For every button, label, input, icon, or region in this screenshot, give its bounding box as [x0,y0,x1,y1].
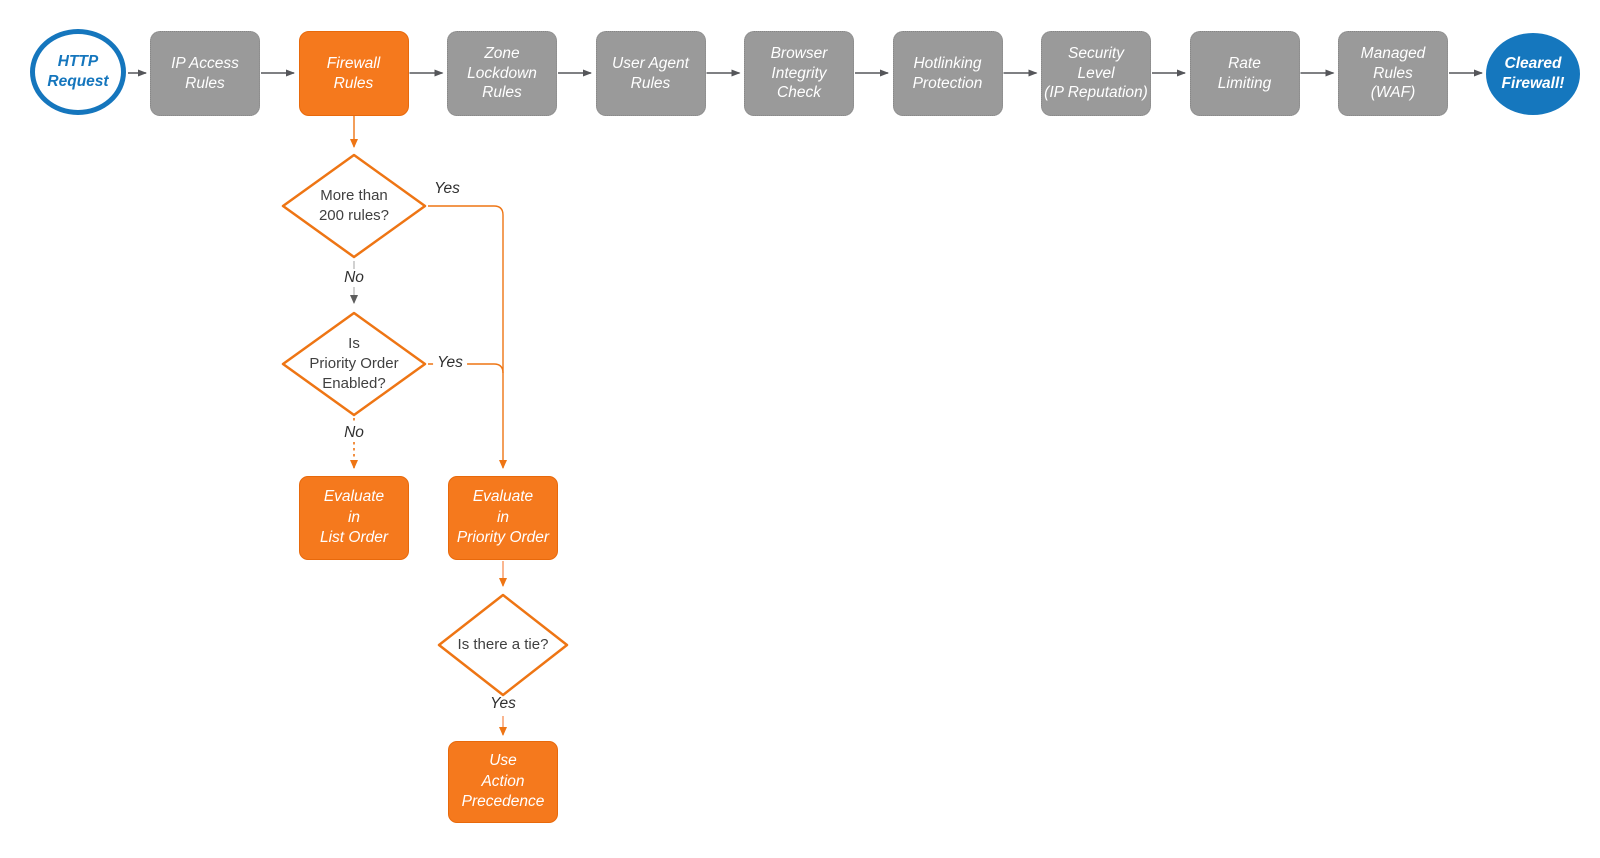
decision-priority-order-enabled-label: Is Priority Order Enabled? [309,335,399,392]
decision-more-than-200-rules: More than 200 rules? [281,153,427,259]
node-http-request: HTTP Request [30,29,126,115]
node-zone-lockdown-rules-label: Zone Lockdown Rules [467,44,537,102]
node-security-level-label: Security Level (IP Reputation) [1044,44,1148,102]
decision-is-there-a-tie-label: Is there a tie? [457,636,549,654]
node-ip-access-rules-label: IP Access Rules [171,54,239,92]
diamond-shape [281,311,427,417]
edge-label-no-rules-count: No [340,269,368,287]
node-ip-access-rules: IP Access Rules [150,31,260,116]
node-user-agent-rules: User Agent Rules [595,31,706,116]
node-security-level: Security Level (IP Reputation) [1041,31,1151,116]
diamond-shape [437,593,569,697]
node-use-action-precedence-label: Use Action Precedence [461,751,545,811]
edge-label-yes-priority-enabled: Yes [433,354,467,372]
node-browser-integrity-check-label: Browser Integrity Check [770,44,828,102]
node-zone-lockdown-rules: Zone Lockdown Rules [447,31,557,116]
node-managed-rules-waf-label: Managed Rules (WAF) [1360,44,1426,102]
node-evaluate-in-priority-order-label: Evaluate in Priority Order [456,487,550,547]
node-rate-limiting-label: Rate Limiting [1217,54,1272,92]
edge-label-yes-rules-count: Yes [434,180,460,197]
node-user-agent-rules-label: User Agent Rules [612,54,689,92]
node-http-request-label: HTTP Request [47,52,109,90]
node-browser-integrity-check: Browser Integrity Check [744,31,854,116]
node-evaluate-in-priority-order: Evaluate in Priority Order [448,476,558,560]
decision-priority-order-enabled: Is Priority Order Enabled? [281,311,427,417]
node-rate-limiting: Rate Limiting [1189,31,1300,116]
node-cleared-firewall-label: Cleared Firewall! [1501,54,1565,92]
decision-more-than-200-rules-label: More than 200 rules? [318,187,390,224]
node-use-action-precedence: Use Action Precedence [448,741,558,823]
node-hotlinking-protection-label: Hotlinking Protection [912,54,983,92]
node-managed-rules-waf: Managed Rules (WAF) [1338,31,1448,116]
node-cleared-firewall: Cleared Firewall! [1486,33,1580,115]
node-evaluate-in-list-order-label: Evaluate in List Order [319,487,389,547]
decision-is-there-a-tie: Is there a tie? [437,593,569,697]
node-hotlinking-protection: Hotlinking Protection [892,31,1003,116]
edge-label-yes-tie: Yes [490,695,516,712]
diamond-shape [281,153,427,259]
node-evaluate-in-list-order: Evaluate in List Order [299,476,409,560]
node-firewall-rules: Firewall Rules [298,31,409,116]
edge-label-no-priority-enabled: No [340,424,368,442]
node-firewall-rules-label: Firewall Rules [326,54,381,92]
